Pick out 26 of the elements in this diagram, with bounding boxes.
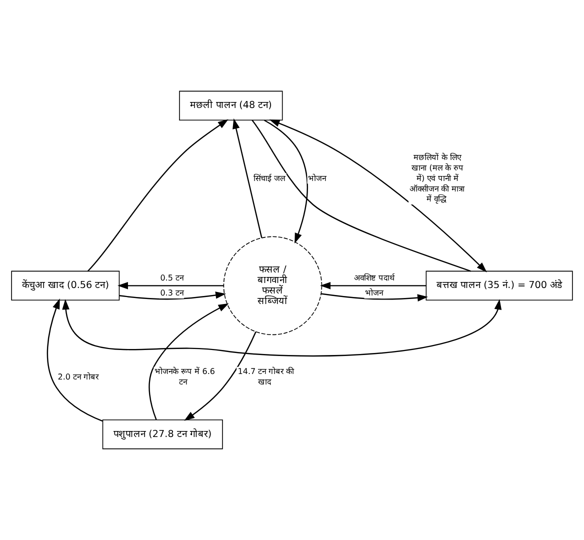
edge-label: भोजन	[365, 288, 384, 298]
node-box: मछली पालन (48 टन)	[179, 90, 283, 121]
arrow	[87, 119, 228, 272]
edge-label: अवशिष्ट पदार्थ	[354, 273, 394, 282]
arrow	[232, 118, 262, 238]
edge-label: सिंचाई जल	[253, 174, 285, 183]
arrow	[46, 298, 103, 422]
arrow	[184, 331, 256, 421]
node-box: केंचुआ खाद (0.56 टन)	[11, 270, 120, 301]
arrow	[320, 293, 428, 302]
edge-label: 2.0 टन गोबर	[58, 372, 99, 382]
node-circle: फसल / बागवानी फसलें सब्जियों	[223, 236, 322, 336]
edge-label: भोजनके रूप में 6.6 टन	[154, 367, 215, 387]
edge-label: 0.5 टन	[160, 273, 184, 282]
node-box: पशुपालन (27.8 टन गोबर)	[102, 419, 223, 450]
edge-label: 0.3 टन	[160, 288, 184, 298]
node-box: बत्तख पालन (35 नं.) = 700 अंडे	[426, 270, 573, 301]
edge-label: मछलियों के लिए खाना (मल के रुप में) एवं पानी में ऑक्सीजन की मात्रा में वृद्धि	[409, 152, 464, 204]
arrow	[320, 282, 426, 290]
arrow	[119, 292, 226, 300]
arrow	[148, 303, 229, 420]
arrow	[264, 120, 308, 244]
edge-label: 14.7 टन गोबर की खाद	[238, 367, 294, 387]
edge-label: भोजन	[308, 174, 326, 183]
arrow	[62, 299, 502, 357]
arrow	[118, 282, 224, 290]
